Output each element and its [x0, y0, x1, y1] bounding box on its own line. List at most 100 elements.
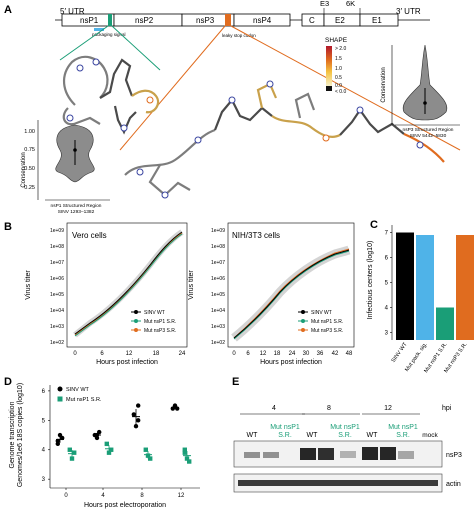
nsp3-structured-region-marker	[225, 14, 231, 26]
vero-ylabel: Virus titer	[25, 270, 32, 300]
nih-ytick-6: 1e+04	[211, 308, 225, 314]
vero-line-wt	[74, 231, 183, 335]
shape-tick-1: > 2.0	[335, 46, 346, 52]
bar-ytick-label: 6	[385, 256, 389, 262]
genome-transcription-scatter: Genome transcription Genomes/1e6 18S cop…	[9, 383, 200, 509]
bar-4	[456, 235, 474, 340]
vero-legend: SINV WT Mut nsP1 S.R. Mut nsP3 S.R.	[131, 310, 176, 334]
bar-ytick-label: 7	[385, 231, 389, 237]
scatter-ylabel-line1: Genome transcription	[9, 401, 16, 468]
vero-xtick-2: 6	[100, 351, 104, 357]
scatter-legend-wt: SINV WT	[66, 387, 90, 393]
nih-ylabel: Virus titer	[188, 270, 195, 300]
scatter-point-nsp1	[143, 447, 148, 452]
scatter-point-nsp1	[187, 459, 192, 464]
blot-mock: mock	[422, 432, 438, 439]
shape-legend-title: SHAPE	[325, 37, 348, 44]
scatter-point-nsp1	[182, 450, 187, 455]
vero-ytick-2: 1e+08	[50, 244, 64, 250]
scatter-legend: SINV WT Mut nsP1 S.R.	[57, 386, 102, 403]
vero-xtick-3: 12	[126, 351, 133, 357]
nih-legend-nsp3: Mut nsP3 S.R.	[311, 328, 343, 334]
blot-wt-8: WT	[307, 432, 319, 439]
bar-category-label: SINV WT	[391, 341, 409, 364]
violin-left-tick-2: 0.75	[24, 147, 35, 153]
vero-xtick-5: 24	[179, 351, 186, 357]
shape-colorbar-negative	[326, 86, 332, 91]
vero-xtick-4: 18	[153, 351, 160, 357]
bar-chart-ylabel: Infectious centers (log10)	[367, 241, 374, 320]
vero-title: Vero cells	[72, 231, 107, 240]
violin-left-tick-1: 1.00	[24, 129, 35, 135]
nih-xtick-5: 24	[289, 351, 296, 357]
nih-xtick-7: 36	[317, 351, 324, 357]
leaky-stop-label: leaky stop codon	[222, 33, 256, 38]
segment-label-nsp2: nsP2	[135, 16, 154, 25]
nsp1-structured-region-marker	[108, 14, 112, 26]
blot-mut-12-line2: S.R.	[396, 432, 410, 439]
genome-map: nsP1 nsP2 nsP3 nsP4 C E2 E1	[61, 8, 399, 27]
packaging-signal-label: packaging signal	[92, 32, 126, 37]
violin-nsp3: Conservation nsP3 Structured Region SINV…	[381, 44, 460, 139]
scatter-point-nsp1	[109, 447, 114, 452]
scatter-xlabel: Hours post electroporation	[84, 502, 166, 509]
scatter-ylabel-line2: Genomes/1e6 18S copies (log10)	[17, 383, 24, 487]
panel-b-letter: B	[4, 221, 12, 233]
scatter-point-nsp1	[148, 456, 153, 461]
nih-line-nsp1	[233, 250, 350, 340]
violin-left-tick-4: 0.25	[24, 185, 35, 191]
blot-mut-4-line2: S.R.	[278, 432, 292, 439]
scatter-ytick-label: 4	[42, 448, 46, 454]
scatter-xtick-label: 0	[64, 493, 68, 499]
vero-line-nsp1	[74, 233, 183, 337]
scatter-point-wt	[175, 406, 180, 411]
scatter-point-nsp1	[67, 447, 72, 452]
blot-wt-4: WT	[247, 432, 259, 439]
scatter-ytick-label: 5	[42, 418, 46, 424]
blot-mut-12-line1: Mut nsP1	[388, 424, 418, 431]
nih-xticks: 0 6 12 18 24 30 36 42 48	[232, 351, 353, 357]
blot-timepoint-8: 8	[327, 405, 331, 412]
nih-ytick-2: 1e+08	[211, 244, 225, 250]
nih-xlabel: Hours post infection	[260, 359, 322, 366]
nih-title: NIH/3T3 cells	[232, 231, 280, 240]
vero-xlabel: Hours post infection	[96, 359, 158, 366]
scatter-point-nsp1	[106, 450, 112, 455]
scatter-point-nsp1	[69, 456, 75, 461]
growth-chart-vero: Vero cells Virus titer 1e+09 1e+08 1e+07…	[25, 222, 188, 366]
scatter-xtick-label: 4	[101, 493, 105, 499]
vero-ytick-1: 1e+09	[50, 228, 64, 234]
nsp1-zoom-lines	[59, 25, 161, 71]
vero-ytick-7: 1e+03	[50, 324, 64, 330]
blot-mut-4-line1: Mut nsP1	[270, 424, 300, 431]
blot-hpi-label: hpi	[442, 405, 452, 412]
violin-left-caption-1: nsP1 Structured Region	[51, 203, 102, 209]
blot-actin-band	[238, 480, 438, 486]
shape-tick-4: 0.5	[335, 75, 342, 81]
nih-xtick-4: 18	[274, 351, 281, 357]
scatter-point-nsp1	[182, 447, 187, 452]
violin-nsp1: Conservation 1.00 0.75 0.50 0.25 nsP1 St…	[21, 120, 110, 215]
scatter-point-wt	[55, 441, 60, 447]
scatter-xtick-label: 8	[140, 493, 144, 499]
bar-ytick-label: 4	[385, 306, 389, 312]
vero-legend-nsp1: Mut nsP1 S.R.	[144, 319, 176, 325]
shape-tick-6: < 0.0	[335, 89, 346, 95]
shape-tick-3: 1.0	[335, 66, 342, 72]
segment-label-c: C	[309, 16, 315, 25]
vero-ytick-6: 1e+04	[50, 308, 64, 314]
blot-mut-8-line1: Mut nsP1	[330, 424, 360, 431]
nih-ytick-1: 1e+09	[211, 228, 225, 234]
nih-line-wt	[233, 249, 350, 339]
nih-ytick-3: 1e+07	[211, 260, 225, 266]
violin-right-caption-1: nsP3 Structured Region	[403, 127, 454, 133]
panel-c-letter: C	[370, 219, 378, 231]
blot-label-nsp3: nsP3	[446, 452, 462, 459]
vero-xtick-1: 0	[73, 351, 77, 357]
segment-label-e2: E2	[335, 16, 345, 25]
nsp3-zoom-lines	[119, 25, 461, 151]
nih-ytick-8: 1e+02	[211, 340, 225, 346]
packaging-signal-marker	[94, 28, 104, 31]
